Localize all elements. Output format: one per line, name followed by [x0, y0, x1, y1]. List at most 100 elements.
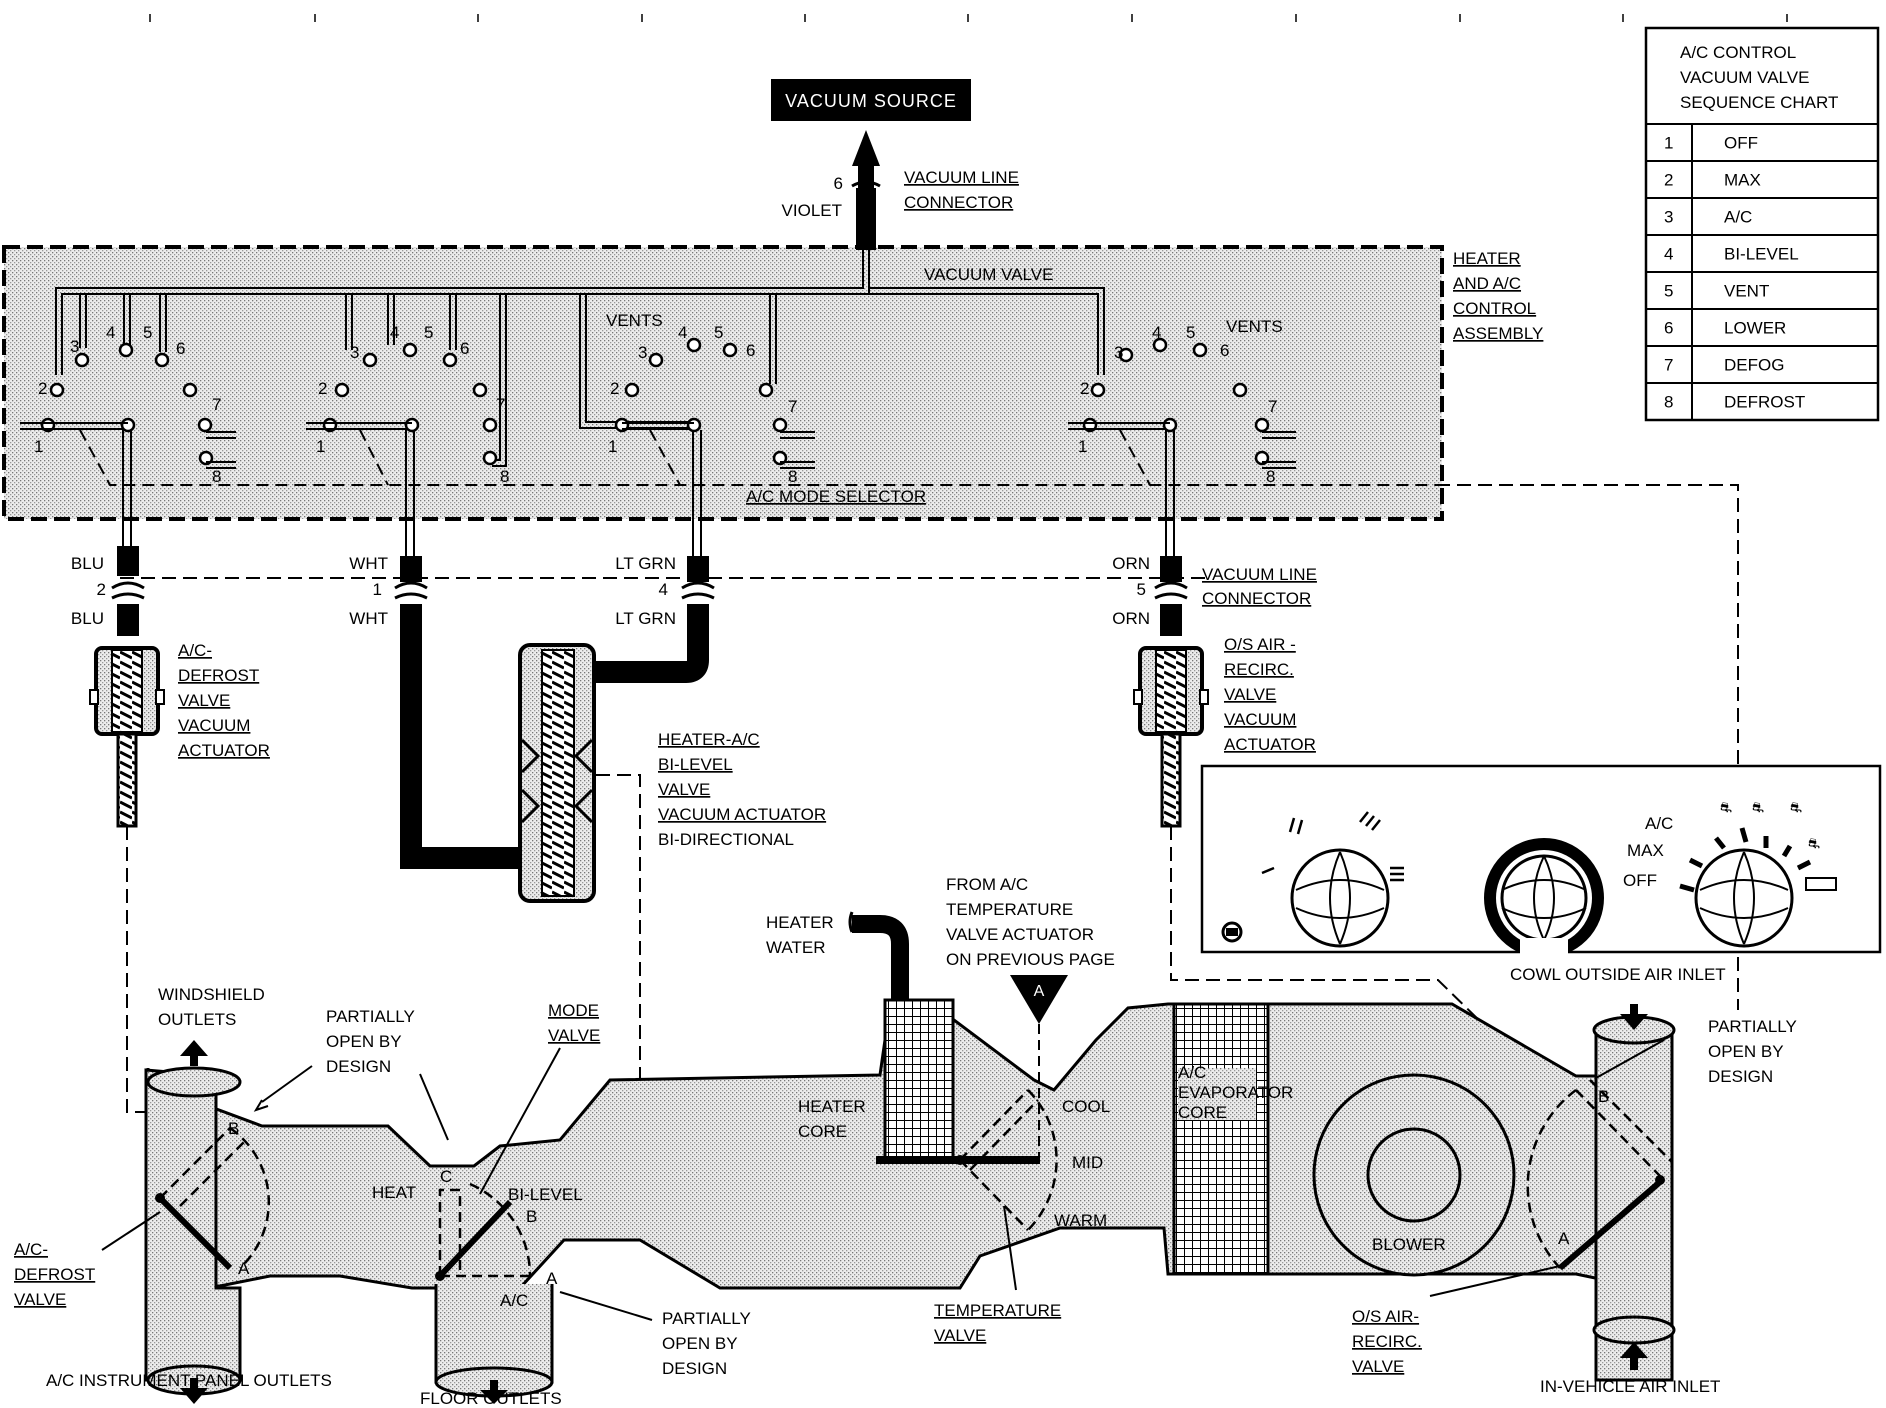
windshield-arrow-icon: [180, 1040, 208, 1066]
svg-text:HEATER: HEATER: [798, 1097, 866, 1116]
svg-text:8: 8: [788, 467, 797, 486]
svg-text:EVAPORATOR: EVAPORATOR: [1178, 1083, 1293, 1102]
svg-text:DESIGN: DESIGN: [1708, 1067, 1773, 1086]
svg-text:OPEN BY: OPEN BY: [326, 1032, 402, 1051]
svg-text:SEQUENCE CHART: SEQUENCE CHART: [1680, 93, 1838, 112]
evaporator-core: [1172, 1002, 1270, 1276]
svg-text:PARTIALLY: PARTIALLY: [662, 1309, 751, 1328]
sequence-row-mode: VENT: [1724, 282, 1769, 301]
svg-text:ACTUATOR: ACTUATOR: [178, 741, 270, 760]
svg-text:DEFROST: DEFROST: [14, 1265, 95, 1284]
svg-text:RECIRC.: RECIRC.: [1352, 1332, 1422, 1351]
in-vehicle-arrow-icon: [1620, 1342, 1648, 1370]
svg-text:PARTIALLY: PARTIALLY: [1708, 1017, 1797, 1036]
vents-label-2: VENTS: [1226, 317, 1283, 336]
top-ticks: [149, 14, 1788, 22]
svg-text:⛐: ⛐: [1752, 799, 1764, 815]
svg-text:O/S AIR -: O/S AIR -: [1224, 635, 1296, 654]
svg-text:3: 3: [1114, 343, 1123, 362]
svg-text:1: 1: [608, 437, 617, 456]
port-group-3: [614, 337, 788, 466]
sequence-row-num: 6: [1664, 319, 1673, 338]
svg-text:VACUUM ACTUATOR: VACUUM ACTUATOR: [658, 805, 826, 824]
svg-text:DESIGN: DESIGN: [662, 1359, 727, 1378]
svg-text:ASSEMBLY: ASSEMBLY: [1453, 324, 1543, 343]
svg-text:OPEN BY: OPEN BY: [1708, 1042, 1784, 1061]
svg-text:VALVE: VALVE: [14, 1290, 66, 1309]
svg-text:MID: MID: [1072, 1153, 1103, 1172]
svg-text:A: A: [238, 1259, 250, 1278]
sequence-row-num: 7: [1664, 356, 1673, 375]
svg-text:HEATER-A/C: HEATER-A/C: [658, 730, 760, 749]
recirc-actuator: [1133, 646, 1209, 828]
sequence-row-mode: DEFROST: [1724, 393, 1805, 412]
top-connector-color: VIOLET: [782, 201, 842, 220]
port-numbers: 2 3 4 5 6 7 8 1 2 3 4 5 6 7 8 1 2 3 4 5 …: [34, 323, 1277, 486]
svg-text:⛐: ⛐: [1720, 799, 1732, 815]
svg-text:A/C: A/C: [500, 1291, 528, 1310]
defrost-valve-door: [155, 1126, 271, 1271]
mode-selector-line: [79, 429, 1436, 486]
svg-text:B: B: [228, 1119, 239, 1138]
svg-text:2: 2: [610, 379, 619, 398]
svg-text:A/C-: A/C-: [14, 1240, 48, 1259]
svg-text:WARM: WARM: [1054, 1211, 1107, 1230]
svg-text:⛐: ⛐: [1808, 835, 1820, 851]
svg-text:2: 2: [318, 379, 327, 398]
sequence-row-num: 5: [1664, 282, 1673, 301]
svg-text:⛐: ⛐: [1790, 799, 1802, 815]
svg-text:A/C: A/C: [1178, 1063, 1206, 1082]
svg-text:5: 5: [143, 323, 152, 342]
panel-off: OFF: [1623, 871, 1657, 890]
ltgrn-num: 4: [659, 580, 668, 599]
svg-text:8: 8: [1266, 467, 1275, 486]
svg-text:DESIGN: DESIGN: [326, 1057, 391, 1076]
svg-text:AND A/C: AND A/C: [1453, 274, 1521, 293]
connector-hoses: [117, 546, 1182, 636]
svg-text:4: 4: [1152, 323, 1161, 342]
svg-text:4: 4: [390, 323, 399, 342]
svg-text:VACUUM: VACUUM: [1224, 710, 1296, 729]
floor-outlets-arrow-icon: [480, 1380, 508, 1404]
blu-num: 2: [97, 580, 106, 599]
svg-text:BI-DIRECTIONAL: BI-DIRECTIONAL: [658, 830, 794, 849]
svg-text:1: 1: [1078, 437, 1087, 456]
bilevel-actuator: [518, 643, 596, 903]
marker-a-text: A: [1034, 983, 1045, 1000]
defrost-actuator: [89, 646, 165, 828]
svg-text:ON PREVIOUS PAGE: ON PREVIOUS PAGE: [946, 950, 1115, 969]
svg-text:A: A: [1558, 1229, 1570, 1248]
panel-max: MAX: [1627, 841, 1664, 860]
top-connector-num: 6: [834, 174, 843, 193]
svg-text:CORE: CORE: [1178, 1103, 1227, 1122]
recirc-valve-door: [1526, 1079, 1673, 1271]
temperature-valve-door: [955, 1089, 1058, 1231]
wht-color-bottom: WHT: [349, 609, 388, 628]
sequence-row-num: 4: [1664, 245, 1673, 264]
heater-core: [883, 998, 955, 1160]
svg-text:5: 5: [714, 323, 723, 342]
ltgrn-color-bottom: LT GRN: [615, 609, 676, 628]
svg-text:6: 6: [746, 341, 755, 360]
svg-text:2: 2: [1080, 379, 1089, 398]
blu-color-bottom: BLU: [71, 609, 104, 628]
svg-text:WINDSHIELD: WINDSHIELD: [158, 985, 265, 1004]
svg-text:CONTROL: CONTROL: [1453, 299, 1536, 318]
svg-text:A/C CONTROL: A/C CONTROL: [1680, 43, 1796, 62]
svg-text:7: 7: [788, 397, 797, 416]
sequence-row-mode: BI-LEVEL: [1724, 245, 1799, 264]
svg-text:A/C-: A/C-: [178, 641, 212, 660]
svg-text:1: 1: [316, 437, 325, 456]
svg-text:B: B: [526, 1207, 537, 1226]
heater-water-hose: [852, 915, 909, 1000]
svg-text:ACTUATOR: ACTUATOR: [1224, 735, 1316, 754]
vacuum-valve-label: VACUUM VALVE: [924, 265, 1053, 284]
svg-text:VACUUM: VACUUM: [178, 716, 250, 735]
svg-text:6: 6: [460, 339, 469, 358]
svg-text:3: 3: [638, 343, 647, 362]
wht-color-top: WHT: [349, 554, 388, 573]
defrost-actuator-label: A/C- DEFROST VALVE VACUUM ACTUATOR: [178, 641, 270, 760]
pointer-lines: [101, 1039, 1665, 1321]
svg-text:TEMPERATURE: TEMPERATURE: [934, 1301, 1061, 1320]
wht-num: 1: [373, 580, 382, 599]
